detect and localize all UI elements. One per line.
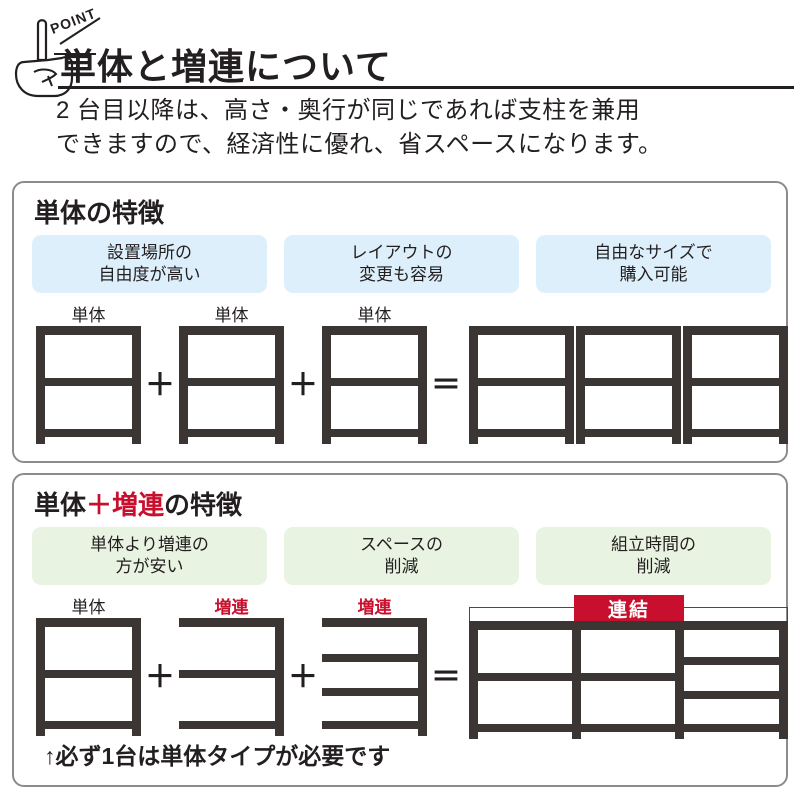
- shelf-board: [322, 618, 427, 627]
- shelf-board: [322, 378, 427, 386]
- shelf-board: [322, 721, 427, 729]
- combo-title-plus: ＋: [86, 490, 113, 520]
- operator-plus: ＋: [288, 661, 318, 694]
- panel-combo-title: 単体＋増連の特徴: [34, 485, 242, 522]
- panel-combo-unit: 単体＋増連の特徴 単体より増連の 方が安い スペースの 削減 組立時間の 削減 …: [12, 473, 788, 787]
- intro-line-2: できますので、経済性に優れ、省スペースになります。: [56, 131, 663, 159]
- feature-chip: 単体より増連の 方が安い: [32, 527, 267, 585]
- operator-equals: ＝: [431, 661, 461, 694]
- shelf-unit-connected-result: [469, 621, 788, 739]
- panel-single-title: 単体の特徴: [34, 198, 165, 228]
- shelf-board: [36, 721, 141, 729]
- chip-line-2: 方が安い: [115, 557, 184, 576]
- panel-single-unit: 単体の特徴 設置場所の 自由度が高い レイアウトの 変更も容易 自由なサイズで …: [12, 181, 788, 463]
- shelf-unit-addon: [179, 618, 284, 736]
- shelf-board: [469, 724, 788, 732]
- combo-title-part-2: 増連: [112, 490, 165, 520]
- feature-chip: スペースの 削減: [284, 527, 519, 585]
- single-feature-chips: 設置場所の 自由度が高い レイアウトの 変更も容易 自由なサイズで 購入可能: [32, 235, 772, 293]
- shelf-board: [675, 657, 788, 665]
- combo-unit-diagram: 単体 増連 増連 ＋ ＋: [14, 593, 790, 753]
- connect-annotation: 連結: [469, 595, 788, 622]
- shelf-board: [179, 721, 284, 729]
- feature-chip: 組立時間の 削減: [536, 527, 771, 585]
- shelf-board: [576, 326, 681, 335]
- combo-title-part-3: の特徴: [164, 490, 243, 520]
- intro-line-1: 2 台目以降は、高さ・奥行が同じであれば支柱を兼用: [56, 97, 641, 124]
- shelf-board: [179, 618, 284, 627]
- chip-line-2: 自由度が高い: [98, 265, 201, 284]
- shelf-board: [576, 378, 681, 386]
- chip-line-2: 変更も容易: [359, 265, 444, 284]
- combo-feature-chips: 単体より増連の 方が安い スペースの 削減 組立時間の 削減: [32, 527, 772, 585]
- shelf-board: [322, 326, 427, 335]
- shelf-post-right: [779, 621, 788, 739]
- shelf-board: [683, 326, 788, 335]
- shelf-board: [179, 378, 284, 386]
- feature-chip: 設置場所の 自由度が高い: [32, 235, 267, 293]
- shelf-unit-single: [36, 618, 141, 736]
- chip-line-2: 購入可能: [619, 265, 688, 284]
- shelf-board: [576, 429, 681, 437]
- shelf-board: [36, 429, 141, 437]
- shelf-board: [179, 326, 284, 335]
- shelf-unit-single: [179, 326, 284, 444]
- unit-label-addon: 増連: [214, 598, 249, 617]
- page-title: 単体と増連について: [60, 46, 392, 87]
- shelf-board: [675, 691, 788, 699]
- shelf-board: [322, 688, 427, 696]
- shelf-unit-result: [576, 326, 681, 444]
- unit-label: 単体: [357, 306, 392, 325]
- unit-label-addon: 増連: [357, 598, 392, 617]
- shelf-board: [683, 378, 788, 386]
- shelf-board: [469, 621, 788, 630]
- single-unit-diagram: 単体 単体 単体 ＋ ＋: [14, 301, 790, 451]
- shelf-board: [36, 670, 141, 678]
- shelf-board: [179, 429, 284, 437]
- operator-plus: ＋: [145, 661, 175, 694]
- chip-line-1: 設置場所の: [107, 242, 192, 262]
- feature-chip: 自由なサイズで 購入可能: [536, 235, 771, 293]
- chip-line-1: スペースの: [360, 534, 443, 554]
- unit-label: 単体: [71, 306, 106, 325]
- chip-line-1: 組立時間の: [611, 534, 696, 554]
- shelf-board: [36, 378, 141, 386]
- connect-badge: 連結: [574, 595, 684, 622]
- feature-chip: レイアウトの 変更も容易: [284, 235, 519, 293]
- shelf-board: [469, 378, 574, 386]
- chip-line-1: 単体より増連の: [90, 534, 209, 554]
- unit-label: 単体: [71, 598, 106, 617]
- shelf-board: [683, 429, 788, 437]
- shelf-board: [322, 654, 427, 662]
- shelf-unit-single: [36, 326, 141, 444]
- shelf-board: [469, 429, 574, 437]
- chip-line-2: 削減: [636, 557, 671, 576]
- shelf-board: [469, 673, 684, 681]
- unit-label: 単体: [214, 306, 249, 325]
- combo-title-part-1: 単体: [34, 490, 87, 520]
- shelf-unit-result: [469, 326, 574, 444]
- shelf-unit-single: [322, 326, 427, 444]
- shelf-board: [179, 670, 284, 678]
- shelf-unit-result: [683, 326, 788, 444]
- operator-plus: ＋: [145, 369, 175, 402]
- shelf-board: [322, 429, 427, 437]
- shelf-board: [36, 618, 141, 627]
- chip-line-1: レイアウトの: [350, 242, 453, 262]
- shelf-post-right: [418, 618, 427, 736]
- chip-line-2: 削減: [384, 557, 419, 576]
- shelf-board: [36, 326, 141, 335]
- operator-equals: ＝: [431, 369, 461, 402]
- title-underline: [58, 86, 794, 89]
- chip-line-1: 自由なサイズで: [594, 242, 713, 262]
- operator-plus: ＋: [288, 369, 318, 402]
- intro-text: 2 台目以降は、高さ・奥行が同じであれば支柱を兼用 できますので、経済性に優れ、…: [56, 94, 796, 162]
- shelf-unit-addon: [322, 618, 427, 736]
- footnote-note: ↑必ず1台は単体タイプが必要です: [44, 743, 391, 769]
- shelf-board: [469, 326, 574, 335]
- header: POINT 単体と増連について 2 台目以降は、高さ・奥行が同じであれば支柱を兼…: [0, 0, 800, 180]
